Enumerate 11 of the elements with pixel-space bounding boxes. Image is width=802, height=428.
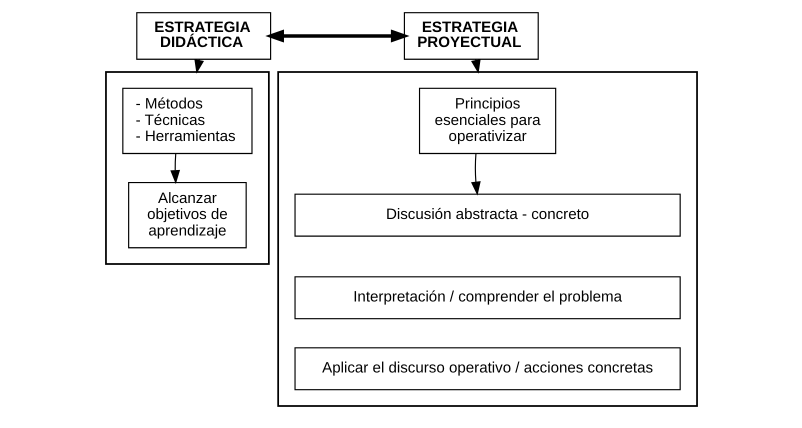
arrow <box>264 29 410 42</box>
node-box: Aplicar el discurso operativo / acciones concretas <box>294 347 680 390</box>
arrow <box>470 154 480 196</box>
arrow <box>170 154 180 184</box>
node-box: - Métodos - Técnicas - Herramientas <box>122 88 252 154</box>
node-box: Principios esenciales para operativizar <box>418 88 556 154</box>
cluster <box>276 71 698 407</box>
cluster <box>104 71 270 265</box>
node-box: Interpretación / comprender el problema <box>294 276 680 320</box>
node-box: Alcanzar objetivos de aprendizaje <box>128 182 246 248</box>
node-box: Discusión abstracta - concreto <box>294 194 680 237</box>
